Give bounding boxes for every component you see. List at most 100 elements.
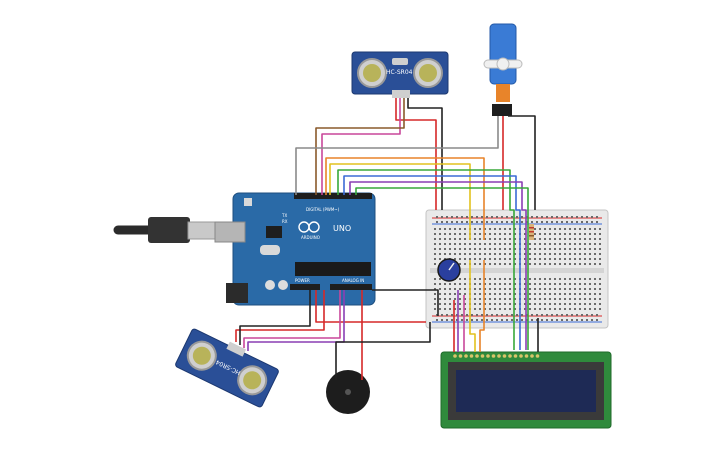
wire-servo-signal[interactable] xyxy=(295,116,499,195)
breadboard-rail-hole xyxy=(501,319,503,321)
breadboard-hole xyxy=(544,238,546,240)
reset-button[interactable] xyxy=(244,198,252,206)
breadboard-rail-hole xyxy=(536,216,538,218)
breadboard-rail-hole xyxy=(471,221,473,223)
wire-sensor-bottom-echo[interactable] xyxy=(247,290,345,351)
breadboard-hole xyxy=(434,238,436,240)
breadboard-rail-hole xyxy=(471,216,473,218)
breadboard-hole xyxy=(444,303,446,305)
atmega-chip xyxy=(295,262,371,276)
breadboard-rail-hole xyxy=(576,314,578,316)
breadboard-hole xyxy=(444,293,446,295)
wire-sensor-top-vcc[interactable] xyxy=(395,98,437,210)
breadboard-rail-hole xyxy=(486,216,488,218)
breadboard-hole xyxy=(584,248,586,250)
wire-sensor-bottom-trig[interactable] xyxy=(243,290,341,348)
wire-d-yellow[interactable] xyxy=(329,163,471,240)
breadboard-rail-hole xyxy=(546,216,548,218)
breadboard-hole xyxy=(434,278,436,280)
breadboard-hole xyxy=(599,303,601,305)
wire-power-red[interactable] xyxy=(315,290,426,323)
breadboard-hole xyxy=(444,248,446,250)
wire-sensor-bottom-gnd[interactable] xyxy=(239,290,311,345)
wire-lcd-orange[interactable] xyxy=(479,260,485,352)
wire-d-orange[interactable] xyxy=(325,157,485,240)
servo-cable xyxy=(496,84,510,102)
ultrasonic-sensor-bottom[interactable]: HC-SR04 xyxy=(175,324,281,408)
breadboard-rail-hole xyxy=(511,314,513,316)
breadboard-hole xyxy=(524,293,526,295)
breadboard-rail-hole xyxy=(436,319,438,321)
breadboard-hole xyxy=(484,288,486,290)
breadboard-hole xyxy=(484,253,486,255)
breadboard-rail-hole xyxy=(561,221,563,223)
breadboard-hole xyxy=(599,248,601,250)
breadboard-hole xyxy=(454,288,456,290)
breadboard-hole xyxy=(589,248,591,250)
servo-motor[interactable] xyxy=(483,23,523,116)
breadboard-hole xyxy=(569,233,571,235)
breadboard-hole xyxy=(474,233,476,235)
breadboard-hole xyxy=(584,238,586,240)
breadboard-rail-hole xyxy=(516,221,518,223)
wire-sensor-bottom-vcc[interactable] xyxy=(235,290,325,342)
breadboard-hole xyxy=(564,298,566,300)
wire-lcd-yellow[interactable] xyxy=(469,260,476,352)
breadboard-rail-hole xyxy=(566,314,568,316)
breadboard-hole xyxy=(549,258,551,260)
capacitor-1 xyxy=(265,280,275,290)
breadboard-hole xyxy=(464,308,466,310)
breadboard-hole xyxy=(569,283,571,285)
breadboard-rail-hole xyxy=(546,319,548,321)
breadboard-rail-hole xyxy=(461,319,463,321)
breadboard-rail-hole xyxy=(471,314,473,316)
breadboard-hole xyxy=(454,233,456,235)
wire-buzzer-black[interactable] xyxy=(335,322,431,380)
breadboard-hole xyxy=(434,288,436,290)
breadboard-hole xyxy=(599,293,601,295)
breadboard-hole xyxy=(549,243,551,245)
wire-sensor-top-echo[interactable] xyxy=(315,98,405,195)
breadboard-hole xyxy=(589,238,591,240)
usb-cable[interactable] xyxy=(113,217,221,243)
breadboard-hole xyxy=(489,248,491,250)
potentiometer[interactable] xyxy=(437,258,461,282)
wire-d-green2[interactable] xyxy=(355,187,529,350)
ultrasonic-sensor-top[interactable]: HC-SR04 xyxy=(351,51,449,98)
wire-servo-gnd[interactable] xyxy=(508,115,536,210)
breadboard-rail-hole xyxy=(541,319,543,321)
wire-analog-black[interactable] xyxy=(372,289,439,316)
lcd-display[interactable] xyxy=(440,351,612,429)
breadboard-hole xyxy=(494,228,496,230)
arduino-uno-board[interactable]: DIGITAL (PWM~) TX RX ARDUINO UNO POWER A… xyxy=(214,192,376,306)
breadboard-hole xyxy=(489,303,491,305)
breadboard-hole xyxy=(454,293,456,295)
breadboard-hole xyxy=(579,248,581,250)
resistor[interactable] xyxy=(529,224,534,240)
sensor-top-mesh-left xyxy=(363,64,381,82)
breadboard-rail-hole xyxy=(521,221,523,223)
breadboard-hole xyxy=(454,248,456,250)
breadboard-hole xyxy=(474,243,476,245)
breadboard-hole xyxy=(509,233,511,235)
breadboard[interactable] xyxy=(425,209,609,329)
wire-sensor-top-trig[interactable] xyxy=(321,98,401,195)
lcd-pin xyxy=(475,354,479,358)
wire-d-green[interactable] xyxy=(337,169,515,350)
piezo-buzzer[interactable] xyxy=(326,370,370,414)
breadboard-hole xyxy=(474,293,476,295)
wire-d-purple[interactable] xyxy=(349,181,527,350)
power-label: POWER xyxy=(295,278,310,283)
wire-d-blue[interactable] xyxy=(343,175,521,350)
breadboard-rail-hole xyxy=(461,314,463,316)
breadboard-rail-hole xyxy=(551,216,553,218)
breadboard-hole xyxy=(494,253,496,255)
breadboard-rail-hole xyxy=(546,221,548,223)
breadboard-hole xyxy=(574,243,576,245)
breadboard-rail-hole xyxy=(531,221,533,223)
breadboard-hole xyxy=(494,303,496,305)
breadboard-hole xyxy=(479,278,481,280)
wire-sensor-top-gnd[interactable] xyxy=(407,98,443,210)
breadboard-hole xyxy=(454,298,456,300)
breadboard-hole xyxy=(479,238,481,240)
